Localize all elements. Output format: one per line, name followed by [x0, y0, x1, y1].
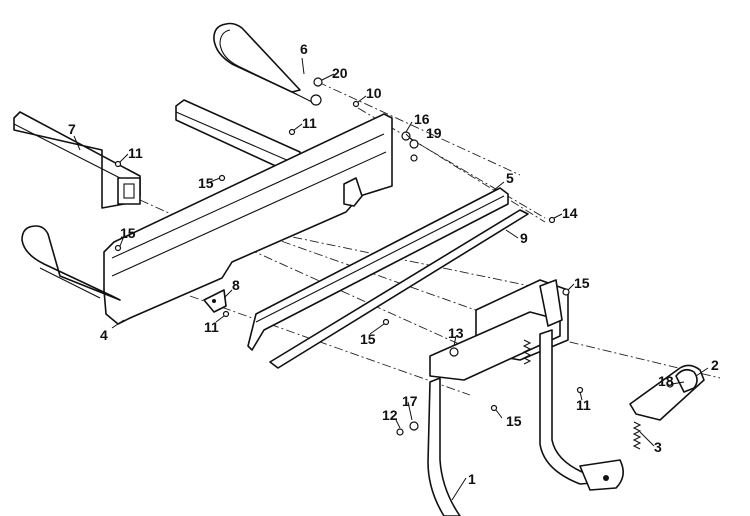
- part-8-bracket: [203, 289, 227, 313]
- callout-16: 16: [414, 111, 430, 127]
- callout-11-rear-bar: 11: [128, 145, 143, 161]
- callout-8: 8: [232, 277, 240, 293]
- callout-18: 18: [658, 373, 674, 389]
- callout-10: 10: [366, 85, 382, 101]
- part-1-main-frame: [427, 279, 624, 516]
- callout-6: 6: [300, 41, 308, 57]
- callout-labels: 1 2 3 4 5 6 7 8 9 10 11 11 11 11 12 13 1…: [68, 41, 719, 487]
- part-6-u-bolt-top: [213, 22, 313, 103]
- callout-11-frame: 11: [576, 397, 591, 413]
- frame-spring: [522, 339, 532, 365]
- callout-17: 17: [402, 393, 418, 409]
- u-bolt-bottom-left: [21, 225, 121, 301]
- callout-11-plate-top: 11: [302, 115, 317, 131]
- callout-11-bracket: 11: [204, 319, 219, 335]
- part-3-spring: [632, 421, 642, 450]
- callout-13: 13: [448, 325, 464, 341]
- part-2-bracket: [629, 364, 705, 421]
- callout-14: 14: [562, 205, 578, 221]
- part-7-rear-bar: [13, 111, 141, 209]
- callout-7: 7: [68, 121, 76, 137]
- callout-15-plate-upper: 15: [198, 175, 214, 191]
- callout-19: 19: [426, 125, 442, 141]
- callout-9: 9: [520, 230, 528, 246]
- callout-20: 20: [332, 65, 348, 81]
- callout-4: 4: [100, 327, 108, 343]
- callout-2: 2: [711, 357, 719, 373]
- callout-5: 5: [506, 170, 514, 186]
- callout-15-channel: 15: [360, 331, 376, 347]
- part-4-mounting-plate: [103, 113, 393, 325]
- leader-lines: [73, 57, 709, 501]
- callout-15-frame-top: 15: [574, 275, 590, 291]
- callout-12: 12: [382, 407, 398, 423]
- front-bar: [175, 99, 301, 173]
- callout-15-frame-bottom: 15: [506, 413, 522, 429]
- part-5-channel: [247, 187, 509, 351]
- callout-15-plate-lower: 15: [120, 225, 136, 241]
- hardware: [114, 77, 674, 436]
- part-9-flat-bar: [269, 209, 529, 369]
- callout-1: 1: [468, 471, 476, 487]
- callout-3: 3: [654, 439, 662, 455]
